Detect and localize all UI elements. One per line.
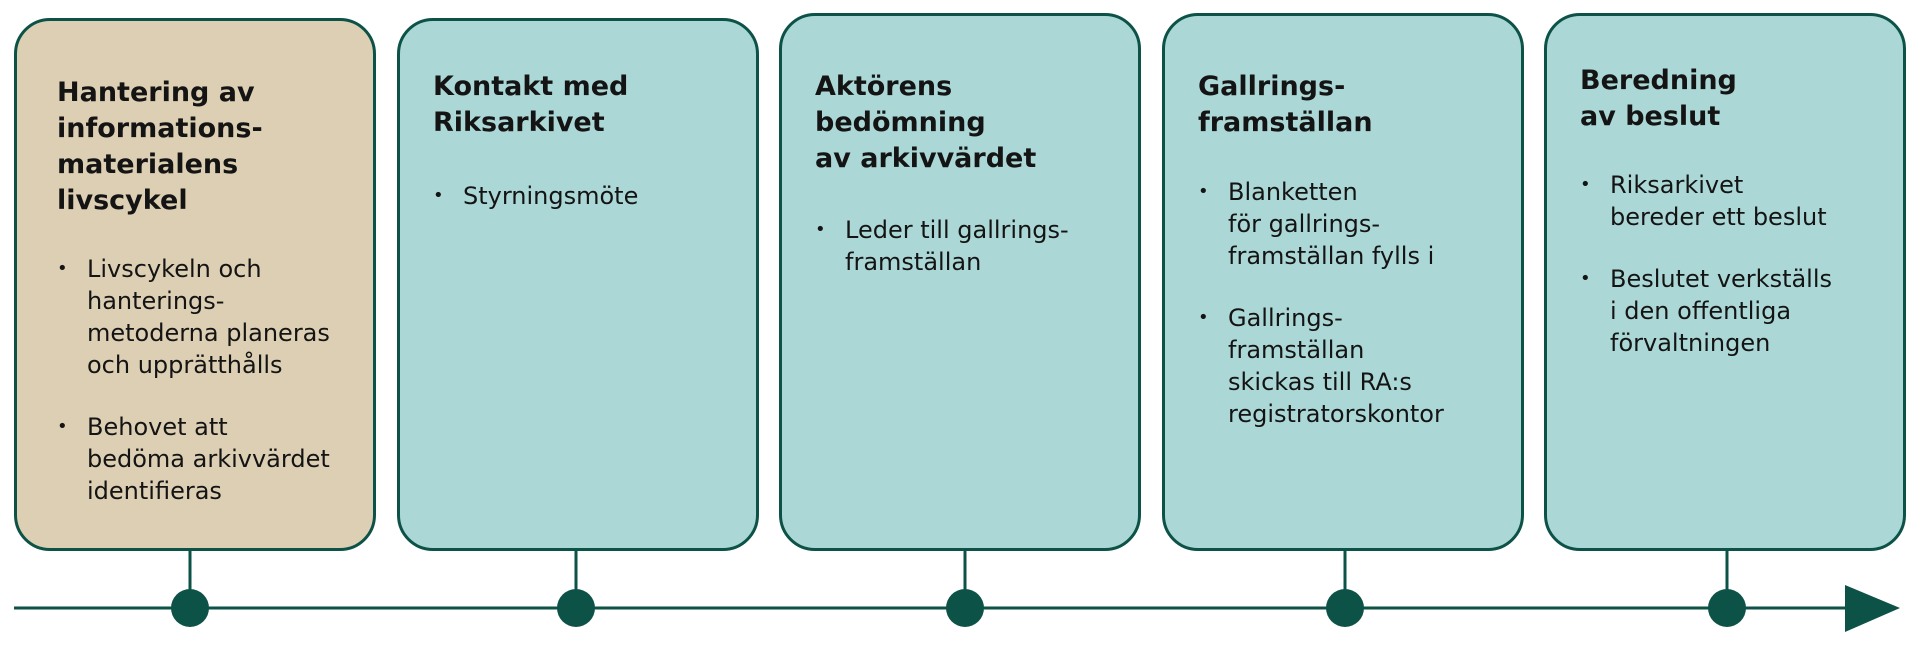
step-card-appraisal: Aktörens bedömning av arkivvärdet Leder … xyxy=(779,13,1141,551)
step-bullet: Behovet att bedöma arkivvärdet identifie… xyxy=(57,411,330,507)
step-card-lifecycle: Hantering av informations- materialens l… xyxy=(14,18,376,551)
step-bullet: Livscykeln och hanterings- metoderna pla… xyxy=(57,253,330,381)
timeline-connectors xyxy=(171,551,1746,627)
timeline-arrowhead xyxy=(1845,585,1900,632)
step-title: Beredning av beslut xyxy=(1580,65,1737,132)
step-bullet-list: Leder till gallrings- framställan xyxy=(815,214,1069,278)
timeline-dot-5 xyxy=(1708,589,1746,627)
step-card-decision: Beredning av beslut Riksarkivet bereder … xyxy=(1544,13,1906,551)
step-title: Kontakt med Riksarkivet xyxy=(433,71,629,138)
timeline-dot-4 xyxy=(1326,589,1364,627)
step-bullet-list: Riksarkivet bereder ett beslut Beslutet … xyxy=(1580,169,1832,359)
step-bullet: Styrningsmöte xyxy=(433,180,638,212)
step-title: Gallrings- framställan xyxy=(1198,71,1373,138)
step-bullet-list: Styrningsmöte xyxy=(433,180,638,212)
step-bullet: Blanketten för gallrings- framställan fy… xyxy=(1198,176,1444,272)
step-bullet: Leder till gallrings- framställan xyxy=(815,214,1069,278)
step-bullet: Gallrings- framställan skickas till RA:s… xyxy=(1198,302,1444,430)
step-bullet-list: Blanketten för gallrings- framställan fy… xyxy=(1198,176,1444,430)
step-bullet-list: Livscykeln och hanterings- metoderna pla… xyxy=(57,253,330,507)
timeline-dot-1 xyxy=(171,589,209,627)
timeline-dot-2 xyxy=(557,589,595,627)
step-bullet: Riksarkivet bereder ett beslut xyxy=(1580,169,1832,233)
timeline-dot-3 xyxy=(946,589,984,627)
step-bullet: Beslutet verkställs i den offentliga för… xyxy=(1580,263,1832,359)
step-title: Aktörens bedömning av arkivvärdet xyxy=(815,71,1037,174)
step-card-disposal-request: Gallrings- framställan Blanketten för ga… xyxy=(1162,13,1524,551)
step-title: Hantering av informations- materialens l… xyxy=(57,77,263,216)
step-card-riksarkivet-contact: Kontakt med Riksarkivet Styrningsmöte xyxy=(397,18,759,551)
